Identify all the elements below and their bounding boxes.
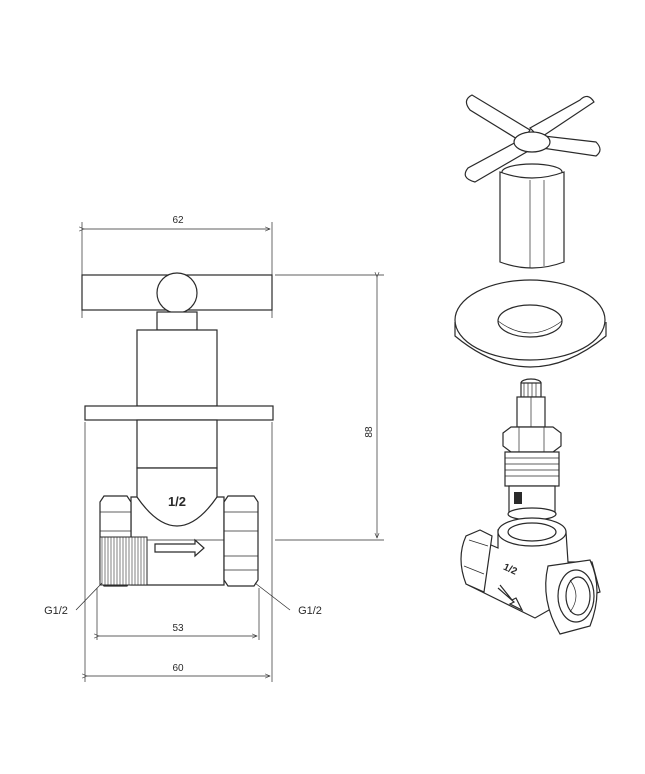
dimension-88-label: 88	[364, 426, 375, 438]
dimension-53-label: 53	[172, 623, 184, 634]
dimension-60-label: 60	[172, 663, 184, 674]
thread-callout-left: G1/2	[44, 582, 103, 617]
exploded-view: 1/2	[454, 94, 607, 635]
front-view: 62 88	[44, 215, 384, 682]
iso-cross-handle	[464, 94, 601, 269]
iso-size-marking: 1/2	[501, 562, 519, 578]
wall-flange	[84, 405, 274, 421]
dimension-overall-length: 60	[85, 422, 273, 682]
spindle-cover	[136, 329, 218, 407]
thread-left-label: G1/2	[44, 605, 68, 617]
left-thread-section	[99, 536, 148, 586]
iso-cartridge	[502, 378, 562, 521]
iso-flange-ring	[454, 279, 607, 368]
iso-valve-body: 1/2	[460, 517, 601, 635]
right-hex-nut	[223, 495, 259, 587]
flow-direction-arrow	[154, 538, 205, 558]
stem-collar	[156, 311, 198, 331]
dimension-62-label: 62	[172, 215, 184, 226]
bonnet	[136, 419, 218, 469]
thread-right-label: G1/2	[298, 605, 322, 617]
dimension-body-length: 53	[97, 588, 260, 640]
dimension-height: 88	[275, 275, 384, 541]
handle-hub	[156, 272, 198, 314]
thread-callout-right: G1/2	[254, 582, 322, 617]
size-marking: 1/2	[168, 494, 186, 509]
valve-body	[130, 467, 225, 586]
